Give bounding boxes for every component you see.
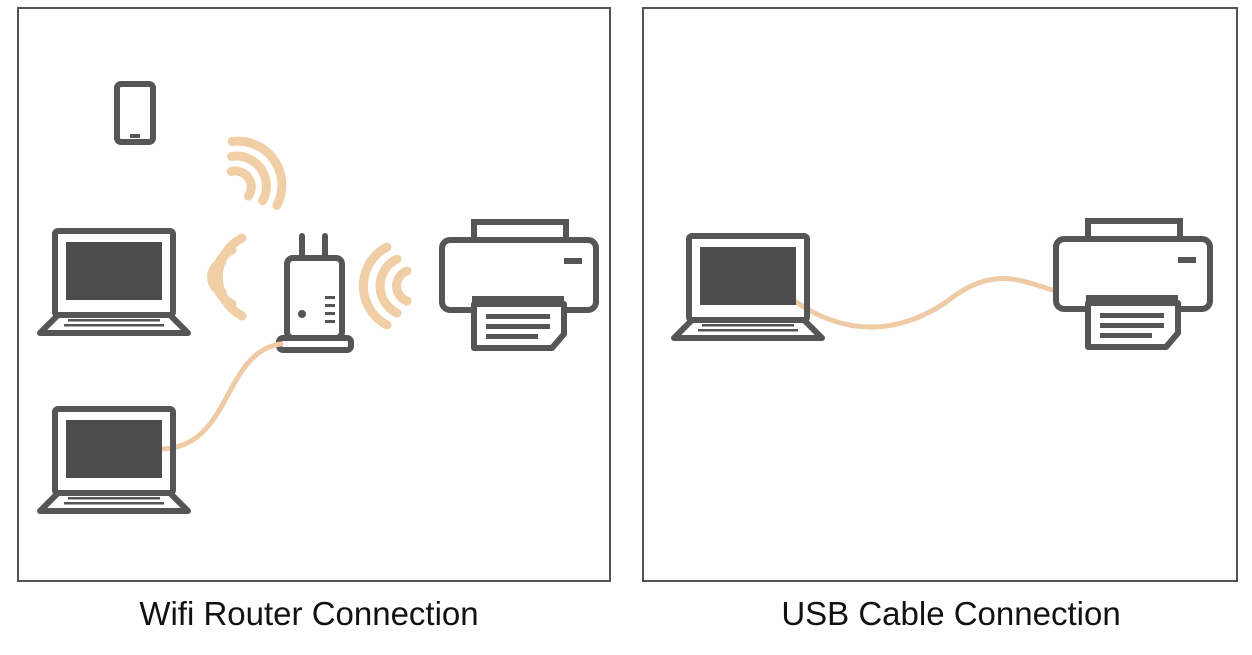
usb-panel-caption: USB Cable Connection — [781, 595, 1120, 632]
wifi-signal-phone-icon — [226, 136, 287, 210]
router-icon — [276, 233, 354, 353]
wifi-panel: Wifi Router Connection — [17, 7, 611, 632]
wifi-signal-printer-icon — [358, 242, 412, 330]
wifi-panel-caption: Wifi Router Connection — [139, 595, 478, 632]
smartphone-icon — [114, 81, 156, 145]
usb-panel: USB Cable Connection — [642, 7, 1238, 632]
usb-cable — [790, 276, 1059, 330]
wifi-signal-laptop-icon — [207, 233, 247, 321]
ethernet-cable — [157, 341, 284, 452]
